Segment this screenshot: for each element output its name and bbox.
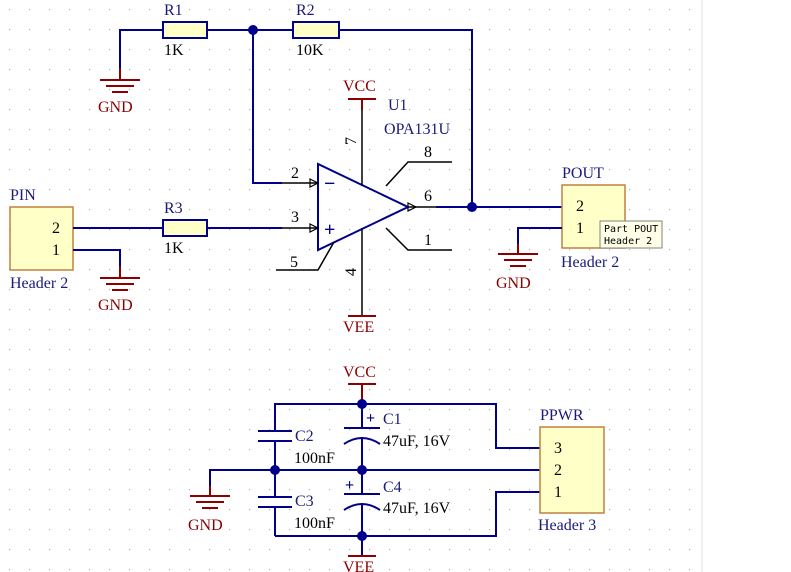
header-ppwr-pin2: 2 xyxy=(554,462,562,479)
c4-designator: C4 xyxy=(383,479,402,496)
capacitor-c4[interactable] xyxy=(343,470,381,556)
resistor-r2[interactable] xyxy=(290,21,342,39)
ground-symbol-r1[interactable] xyxy=(100,68,140,93)
inverting-input-wire[interactable] xyxy=(252,30,282,184)
vee-label-opamp: VEE xyxy=(343,319,374,336)
resistor-r3[interactable] xyxy=(160,219,210,237)
input-ground-wire[interactable] xyxy=(73,249,121,266)
ground-rail-wire[interactable] xyxy=(209,469,540,486)
opamp-minus-sign: − xyxy=(324,173,335,195)
part-tooltip: Part POUT Header 2 xyxy=(599,220,663,249)
header-pout-pin1: 1 xyxy=(576,220,584,237)
c3-value: 100nF xyxy=(294,515,335,532)
tooltip-line-2: Header 2 xyxy=(604,236,652,247)
pin-number-3: 3 xyxy=(291,209,299,226)
c1-designator: C1 xyxy=(383,411,402,428)
opamp-plus-sign: + xyxy=(324,219,335,241)
header-pout-pin2: 2 xyxy=(576,198,584,215)
opamp-designator: U1 xyxy=(388,97,408,114)
header-pin[interactable] xyxy=(9,206,74,271)
header-pin-pin1: 1 xyxy=(52,242,60,259)
header-ppwr[interactable] xyxy=(539,426,605,514)
c4-value: 47uF, 16V xyxy=(383,500,451,517)
header-ppwr-designator: PPWR xyxy=(540,407,584,424)
gnd-label-pout: GND xyxy=(496,275,531,292)
vcc-label-supply: VCC xyxy=(343,364,376,381)
ground-symbol-pin[interactable] xyxy=(100,266,140,291)
capacitor-c1[interactable] xyxy=(343,404,381,470)
junction-dot-output xyxy=(467,202,477,212)
ground-symbol-pout[interactable] xyxy=(498,244,538,267)
c1-value: 47uF, 16V xyxy=(383,433,451,450)
c3-designator: C3 xyxy=(295,493,314,510)
r3-designator: R3 xyxy=(164,200,183,217)
pin-number-6: 6 xyxy=(424,188,432,205)
vcc-label-opamp: VCC xyxy=(343,78,376,95)
pin-number-5: 5 xyxy=(290,254,298,271)
r2-value: 10K xyxy=(296,42,324,59)
pin-number-4: 4 xyxy=(343,268,360,276)
header-ppwr-type: Header 3 xyxy=(538,517,596,534)
c2-designator: C2 xyxy=(295,428,314,445)
c2-value: 100nF xyxy=(294,450,335,467)
pin-number-7: 7 xyxy=(343,137,360,145)
vee-label-supply: VEE xyxy=(343,559,374,572)
vcc-symbol-opamp[interactable] xyxy=(348,98,376,110)
gnd-label-pin: GND xyxy=(98,297,133,314)
capacitor-c3[interactable] xyxy=(258,470,292,536)
header-pin-designator: PIN xyxy=(10,187,36,204)
tooltip-line-1: Part POUT xyxy=(604,224,658,235)
pin-number-8: 8 xyxy=(424,144,432,161)
c4-polarity: + xyxy=(345,477,354,494)
header-ppwr-pin3: 3 xyxy=(554,440,562,457)
gnd-label-supply: GND xyxy=(188,517,223,534)
pin-number-1: 1 xyxy=(424,232,432,249)
header-ppwr-pin1: 1 xyxy=(554,484,562,501)
r3-value: 1K xyxy=(164,240,184,257)
header-pin-pin2: 2 xyxy=(52,220,60,237)
gnd-label-r1: GND xyxy=(98,99,133,116)
r1-designator: R1 xyxy=(164,2,183,19)
header-pout-designator: POUT xyxy=(562,165,604,182)
header-pout-type: Header 2 xyxy=(561,254,619,271)
feedback-wire[interactable] xyxy=(342,29,473,207)
output-ground-wire[interactable] xyxy=(517,227,562,244)
r2-designator: R2 xyxy=(296,2,315,19)
r1-ground-wire[interactable] xyxy=(119,29,160,68)
r1-value: 1K xyxy=(164,42,184,59)
vee-rail-wire[interactable] xyxy=(275,491,540,537)
c1-polarity: + xyxy=(366,410,375,427)
opamp-u1[interactable] xyxy=(276,110,452,316)
junction-dot-vee xyxy=(357,531,367,541)
resistor-r1[interactable] xyxy=(160,21,210,39)
ground-symbol-supply[interactable] xyxy=(190,486,230,509)
opamp-part: OPA131U xyxy=(384,121,451,138)
header-pin-type: Header 2 xyxy=(10,275,68,292)
pin-number-2: 2 xyxy=(291,165,299,182)
